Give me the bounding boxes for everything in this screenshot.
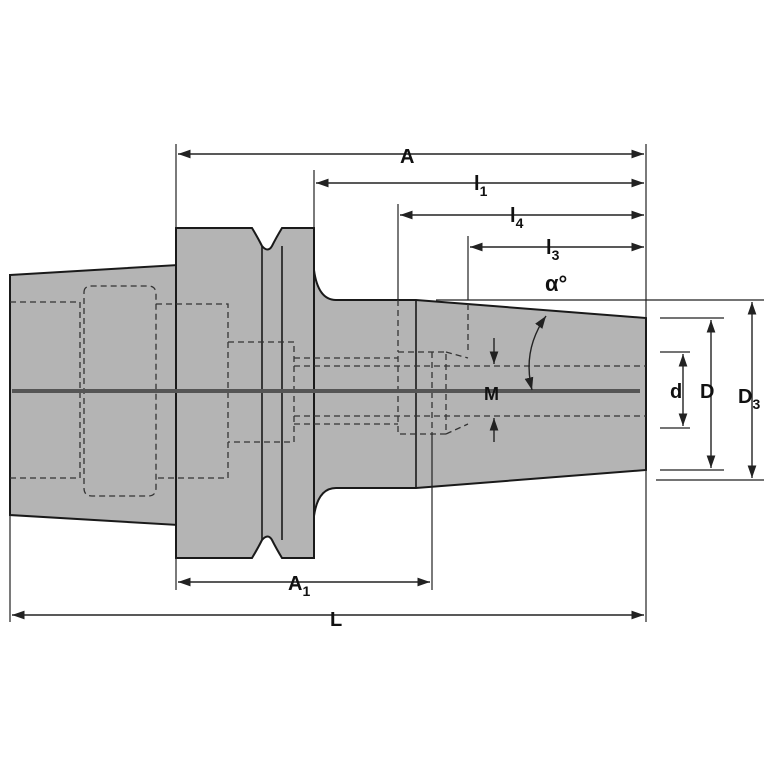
label-A1: A1 bbox=[288, 573, 310, 599]
extension-lines bbox=[9, 144, 764, 622]
dimension-labels: A l1 l4 l3 α° M d D D3 A1 L bbox=[288, 146, 760, 631]
label-l4: l4 bbox=[510, 205, 524, 231]
label-d: d bbox=[670, 381, 682, 403]
label-alpha: α° bbox=[545, 271, 567, 296]
label-D: D bbox=[700, 381, 714, 403]
label-D3: D3 bbox=[738, 386, 760, 412]
label-A: A bbox=[400, 146, 414, 168]
dimension-lines bbox=[12, 149, 757, 620]
label-L: L bbox=[330, 609, 342, 631]
label-M: M bbox=[484, 384, 499, 404]
label-l1: l1 bbox=[474, 173, 488, 199]
taper-shank bbox=[9, 263, 179, 527]
label-l3: l3 bbox=[546, 237, 560, 263]
dim-alpha-arc bbox=[524, 315, 547, 391]
hidden-features bbox=[10, 285, 646, 497]
